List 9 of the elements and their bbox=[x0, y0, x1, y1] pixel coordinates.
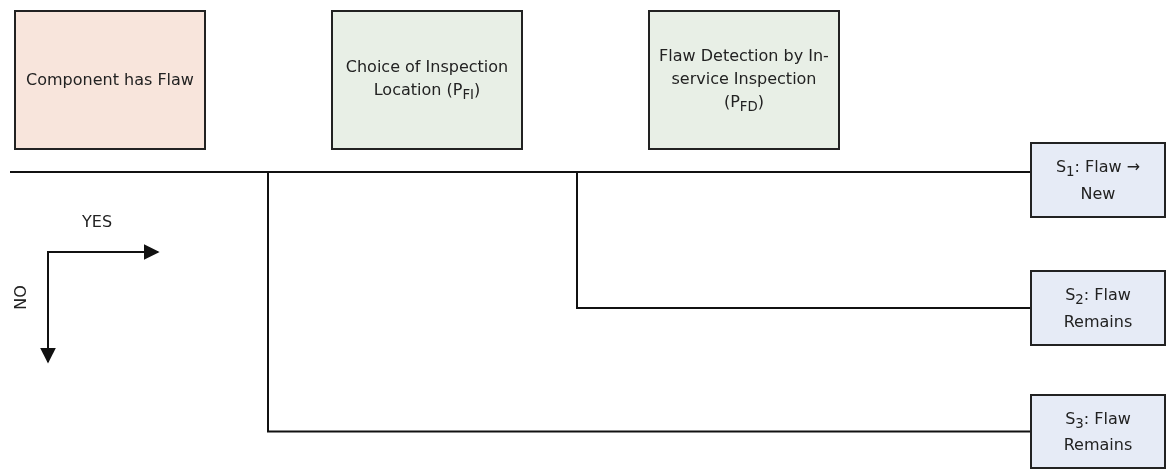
event-heading-box: Choice of Inspection Location (P$_{FI}$) bbox=[331, 10, 523, 150]
event-heading-box: Flaw Detection by In-service Inspection (P$_{FD}$) bbox=[648, 10, 840, 150]
event-heading-box: Component has Flaw bbox=[14, 10, 206, 150]
end-state-box: S$_{2}$: Flaw Remains bbox=[1030, 270, 1166, 346]
direction-label: YES bbox=[82, 212, 113, 231]
direction-label: NO bbox=[10, 285, 30, 310]
end-state-box: S$_{3}$: Flaw Remains bbox=[1030, 394, 1166, 469]
branch-line bbox=[9, 171, 1031, 173]
end-state-box: S$_{1}$: Flaw → New bbox=[1030, 142, 1166, 218]
